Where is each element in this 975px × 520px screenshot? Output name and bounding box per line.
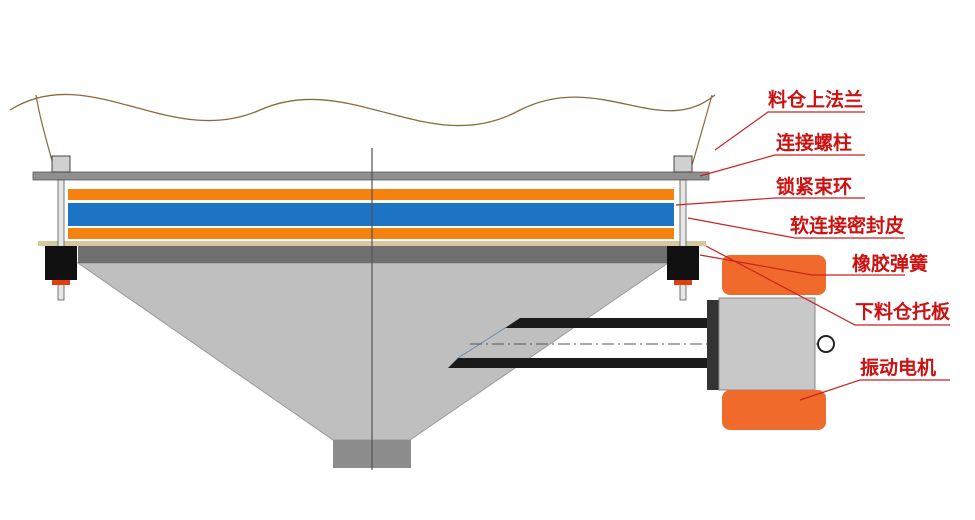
leader-motor (799, 379, 950, 401)
lower-hopper-plate (78, 243, 668, 263)
leader-upper-flange (714, 111, 865, 151)
motor-shaft-end (817, 335, 835, 353)
leader-locking-ring (675, 197, 865, 206)
locking-ring-bottom-band (68, 228, 674, 239)
right-bolt-assembly (667, 155, 699, 301)
motor-lower-arm (448, 358, 712, 368)
bolt-stud (679, 179, 687, 301)
label-upper-flange: 料仓上法兰 (768, 88, 863, 111)
bolt-stud (57, 179, 65, 301)
label-soft-seal-skin: 软连接密封皮 (790, 214, 904, 237)
upper-flange-plate (32, 171, 710, 181)
motor-arm-guide (457, 327, 506, 359)
label-connecting-stud: 连接螺柱 (776, 131, 852, 154)
label-vibration-motor: 振动电机 (860, 356, 936, 379)
motor-mount-plate (707, 300, 719, 390)
leader-lower-plate (705, 245, 950, 326)
label-rubber-spring: 橡胶弹簧 (852, 252, 928, 275)
rubber-spring-icon (667, 246, 699, 280)
left-bolt-assembly (45, 155, 77, 301)
label-lower-hopper-plate: 下料仓托板 (855, 300, 951, 323)
leader-lines (675, 111, 950, 401)
locking-ring-top-band (68, 189, 674, 200)
hex-bolt-icon (673, 155, 693, 173)
vibration-motor-icon (707, 255, 835, 430)
motor-top-weight (722, 255, 826, 295)
leader-connecting-stud (699, 154, 865, 177)
spring-nut (674, 280, 692, 285)
motor-upper-arm (505, 318, 712, 328)
label-locking-ring: 锁紧束环 (776, 175, 852, 198)
hopper-cone (76, 262, 670, 441)
leader-rubber-spring (699, 254, 905, 276)
motor-body (718, 297, 816, 391)
leader-soft-seal (687, 217, 905, 239)
soft-seal-blue-band (68, 203, 674, 226)
hex-bolt-icon (51, 155, 71, 173)
rubber-spring-icon (45, 246, 77, 280)
spring-nut (52, 280, 70, 285)
upper-silo-outline (9, 93, 716, 127)
